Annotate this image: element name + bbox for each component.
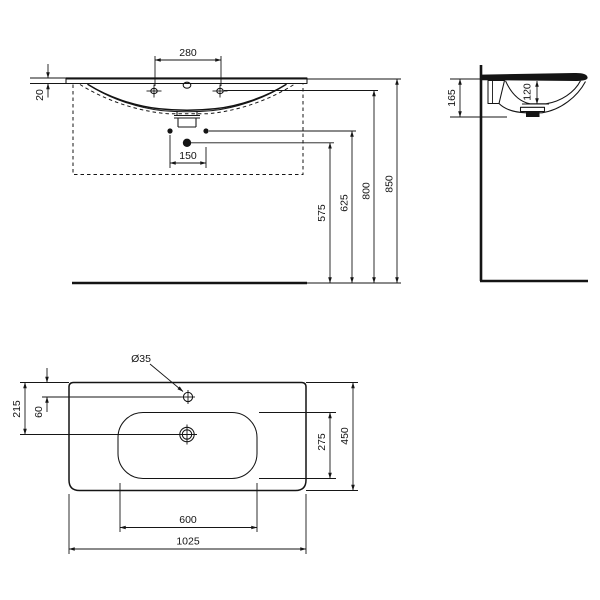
svg-text:280: 280 <box>179 47 197 59</box>
side-view: 165 120 <box>446 65 588 283</box>
svg-text:120: 120 <box>521 83 533 101</box>
dim-rim-thickness: 20 <box>30 64 66 101</box>
dim-bowl-length: 600 <box>119 514 258 530</box>
waste-outlet-side <box>526 111 540 117</box>
svg-text:625: 625 <box>338 194 350 212</box>
fixing-hole-right <box>212 84 228 98</box>
fixing-hole-left <box>146 84 162 98</box>
dim-overall-depth: 450 <box>339 382 355 491</box>
waste-point <box>182 138 192 147</box>
dim-tap-hole-spacing: 280 <box>154 47 222 86</box>
svg-text:150: 150 <box>179 150 197 162</box>
dim-tap-hole-from-rear: 60 <box>33 368 49 418</box>
dim-fixing-holes-height: 800 <box>360 90 376 284</box>
supply-point-left <box>167 128 173 134</box>
washbasin-outline-plan <box>68 381 307 492</box>
supply-point-right <box>203 128 209 134</box>
svg-text:800: 800 <box>360 182 372 200</box>
furniture-unit-outline <box>72 84 304 175</box>
waste-flange-side <box>519 106 546 113</box>
svg-text:850: 850 <box>383 175 395 193</box>
bowl-outer-side <box>498 81 586 114</box>
dim-supply-height: 625 <box>338 130 354 284</box>
bowl-outline-front <box>87 83 287 112</box>
dim-waste-height: 575 <box>316 142 332 284</box>
bowl-hidden-line-front <box>79 84 295 115</box>
svg-text:575: 575 <box>316 204 328 222</box>
svg-text:20: 20 <box>34 89 46 101</box>
overflow-hole <box>182 81 192 89</box>
svg-text:275: 275 <box>316 433 328 451</box>
svg-text:215: 215 <box>11 400 23 418</box>
fixing-bracket-side <box>487 79 506 105</box>
front-view: 280 20 150 575 625 <box>30 47 401 285</box>
svg-text:1025: 1025 <box>176 536 200 548</box>
rim-section-side <box>482 72 588 81</box>
dim-overall-width: 1025 <box>68 536 307 551</box>
tap-hole <box>181 390 195 404</box>
waste-outlet-plan <box>177 424 197 445</box>
dim-ceramic-depth: 165 <box>446 78 507 118</box>
dim-rim-height: 850 <box>383 78 399 284</box>
dim-bowl-width: 275 <box>316 412 332 479</box>
svg-text:600: 600 <box>179 514 197 526</box>
svg-text:Ø35: Ø35 <box>131 353 151 365</box>
svg-text:165: 165 <box>446 89 458 107</box>
svg-text:450: 450 <box>339 427 351 445</box>
bowl-outline-plan <box>117 411 258 480</box>
bowl-inner-line-front <box>93 87 281 113</box>
waste-trap-front <box>174 111 200 128</box>
dim-waste-connection-spacing: 150 <box>169 135 207 168</box>
dim-tap-hole-diameter: Ø35 <box>131 353 184 392</box>
dim-waste-from-rear: 215 <box>11 382 27 435</box>
svg-text:60: 60 <box>33 406 45 418</box>
plan-view: Ø35 215 60 275 450 <box>11 353 358 554</box>
dim-bowl-inner-depth: 120 <box>521 80 549 105</box>
